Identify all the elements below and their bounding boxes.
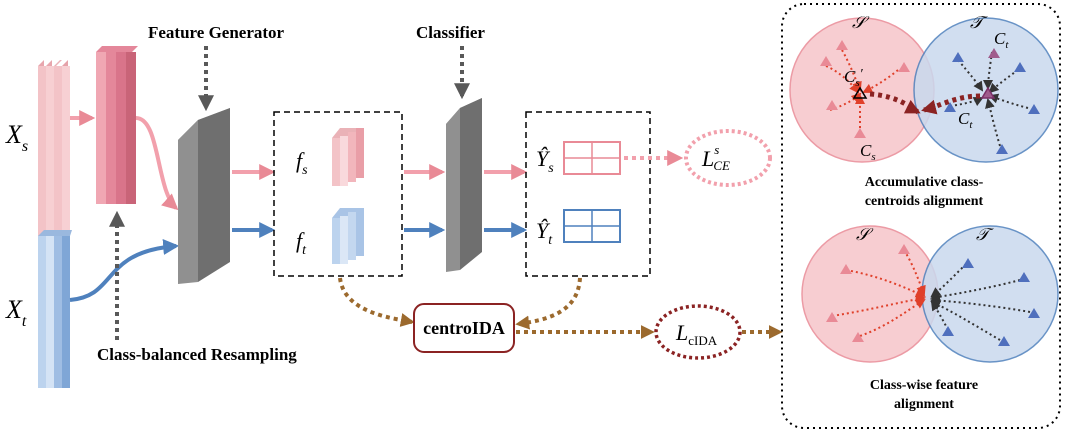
xs-label: Xs <box>5 120 28 155</box>
ys-label: Ŷs <box>536 146 554 176</box>
ce-loss-node <box>684 129 772 187</box>
source-input-stack <box>38 60 70 268</box>
cs-label: Cs <box>860 141 876 163</box>
ys-prediction-table <box>563 141 621 175</box>
alignment-panel <box>781 3 1061 429</box>
resampled-source-stack <box>96 46 138 204</box>
fs-feature-stack <box>332 128 364 186</box>
arrow-features-to-centroida <box>338 277 415 327</box>
classifier-block <box>446 98 482 272</box>
target-input-stack <box>38 230 72 388</box>
bottom-target-domain <box>921 225 1059 363</box>
feature-generator-label: Feature Generator <box>148 23 285 42</box>
cida-loss-node <box>654 304 742 360</box>
cida-loss-label: LcIDA <box>675 320 718 348</box>
top-alignment-illustration <box>789 17 1059 163</box>
features-box <box>273 111 403 277</box>
arrow-resampled-to-generator <box>135 116 179 211</box>
arrow-xt-to-generator <box>69 239 180 302</box>
classifier-label: Classifier <box>416 23 485 42</box>
bottom-caption-line2: alignment <box>894 397 954 412</box>
cs-prime-label: Cs′ <box>844 67 864 89</box>
bottom-caption-line1: Class-wise feature <box>870 378 978 393</box>
ft-feature-stack <box>332 208 364 264</box>
yt-prediction-table <box>563 209 621 243</box>
feature-generator-block <box>178 108 230 284</box>
ct-label: Ct <box>958 109 973 131</box>
centroida-block <box>413 303 515 353</box>
arrow-predictions-to-centroida <box>515 277 582 330</box>
fs-label: fs <box>296 148 308 178</box>
yt-label: Ŷt <box>536 218 553 248</box>
top-caption-line2: centroids alignment <box>865 194 984 209</box>
top-caption-line1: Accumulative class- <box>865 175 984 190</box>
bottom-alignment-illustration <box>801 225 1059 363</box>
class-balanced-resampling-label: Class-balanced Resampling <box>97 345 297 364</box>
xt-label: Xt <box>5 295 27 330</box>
ct-top-label: Ct <box>994 29 1009 51</box>
predictions-box <box>525 111 651 277</box>
centroida-label: centroIDA <box>423 318 505 338</box>
ft-label: ft <box>296 228 307 258</box>
